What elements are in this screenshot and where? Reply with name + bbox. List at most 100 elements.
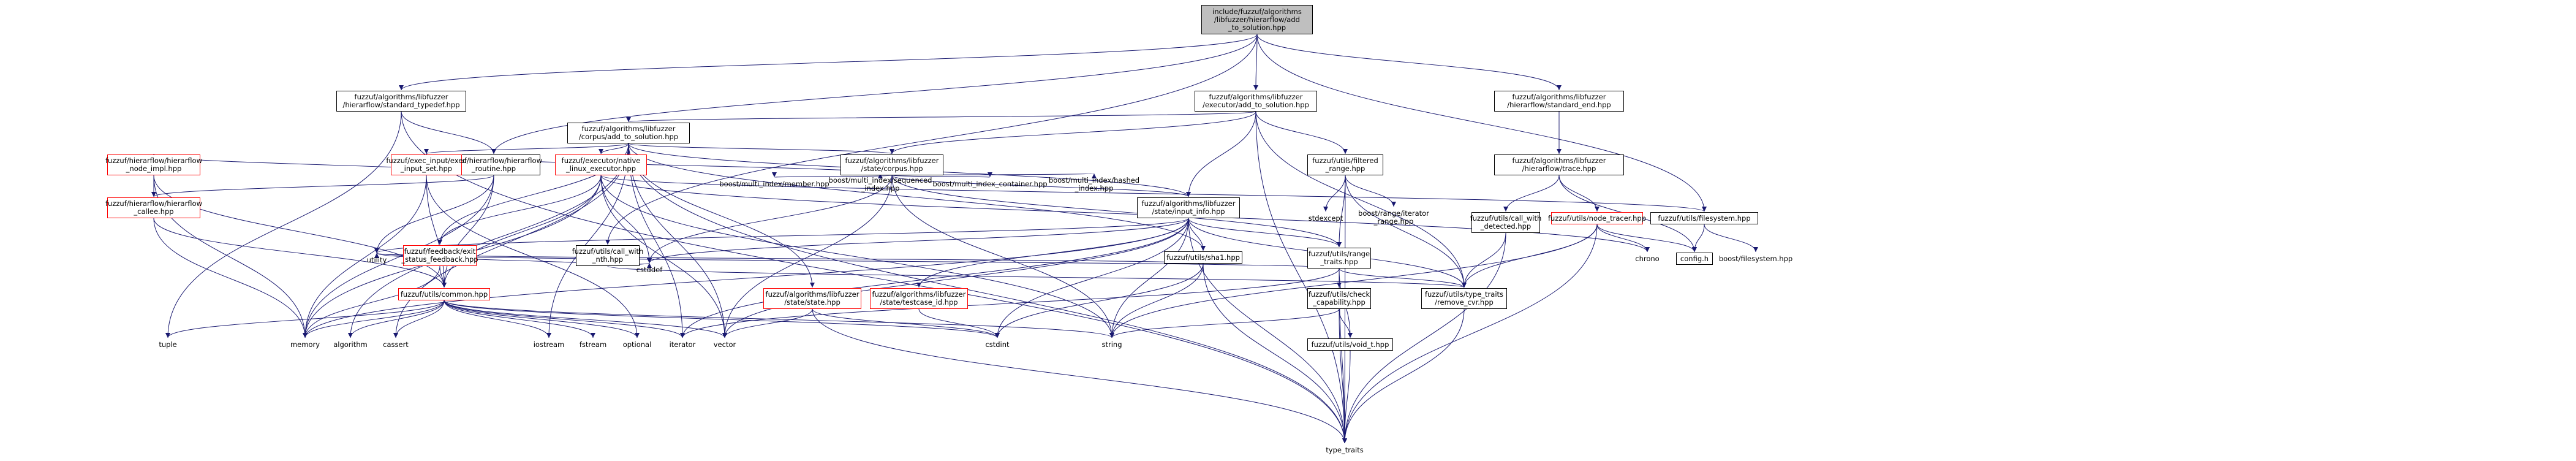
dependency-edge [153,175,447,288]
node-label-line: _index.hpp [1075,184,1114,192]
node-state-corpus[interactable]: fuzzuf/algorithms/libfuzzer/state/corpus… [840,154,943,175]
node-hierarflow-node-impl[interactable]: fuzzuf/hierarflow/hierarflow_node_impl.h… [105,154,202,175]
node-label-line: fuzzuf/algorithms/libfuzzer [845,156,939,165]
node-chrono: chrono [1632,253,1663,265]
dependency-edge [153,218,308,338]
dependency-edge [1345,175,1467,288]
dependency-edge [444,300,640,338]
node-label-line: fuzzuf/exec_input/exec [386,156,467,165]
node-label-line: include/fuzzuf/algorithms [1212,7,1302,16]
node-native-linux-executor[interactable]: fuzzuf/executor/native_linux_executor.hp… [555,154,647,175]
dependency-edge [1596,224,1650,253]
node-type-traits: type_traits [1323,444,1366,456]
dependency-edge [1596,224,1697,253]
dependency-edge [444,300,595,338]
dependency-edge [1342,308,1465,444]
node-utils-node-tracer[interactable]: fuzzuf/utils/node_tracer.hpp [1548,212,1646,224]
node-exit-status-feedback[interactable]: fuzzuf/feedback/exit_status_feedback.hpp [401,245,478,266]
dependency-edge [599,143,629,154]
node-executor-add-to-solution[interactable]: fuzzuf/algorithms/libfuzzer/executor/add… [1195,91,1317,112]
node-hierarflow-trace[interactable]: fuzzuf/algorithms/libfuzzer/hierarflow/t… [1494,154,1624,175]
node-hierarflow-callee[interactable]: fuzzuf/hierarflow/hierarflow_callee.hpp [105,197,202,218]
node-label-line: fuzzuf/utils/call_with [1470,214,1542,223]
dependency-edge [401,111,1347,444]
node-boost-filesystem: boost/filesystem.hpp [1719,253,1792,265]
node-label-line: fstream [579,340,607,349]
node-label-line: /hierarflow/trace.hpp [1522,164,1596,173]
node-utility: utility [361,254,392,266]
node-standard-end[interactable]: fuzzuf/algorithms/libfuzzer/hierarflow/s… [1494,91,1624,112]
dependency-edge [1255,111,1347,444]
node-utils-range-traits[interactable]: fuzzuf/utils/range_traits.hpp [1307,248,1371,269]
node-label-line: cassert [383,340,409,349]
node-label-line: algorithm [333,340,368,349]
dependency-edge [1342,232,1506,444]
dependency-edge [1188,218,1342,248]
node-label-line: _routine.hpp [471,164,516,173]
node-label-line: cstdint [985,340,1010,349]
node-label-line: boost/filesystem.hpp [1718,254,1793,263]
node-utils-filesystem[interactable]: fuzzuf/utils/filesystem.hpp [1650,212,1758,224]
node-label-line: fuzzuf/hierarflow/hierarflow [105,199,202,208]
dependency-edge [1342,224,1598,444]
node-label-line: fuzzuf/utils/sha1.hpp [1166,253,1240,262]
dependency-edge [1323,175,1346,212]
dependency-edge [607,265,1467,288]
node-label-line: fuzzuf/executor/native [561,156,641,165]
dependency-edge [1255,111,1348,154]
dependency-edge [600,175,1707,212]
dependency-edge [812,308,1000,338]
node-call-with-nth[interactable]: fuzzuf/utils/call_with_nth.hpp [572,245,643,266]
node-label-line: string [1101,340,1122,349]
node-label-line: _nth.hpp [592,255,624,264]
node-corpus-add-to-solution[interactable]: fuzzuf/algorithms/libfuzzer/corpus/add_t… [567,123,690,143]
node-standard-typedef[interactable]: fuzzuf/algorithms/libfuzzer/hierarflow/s… [336,91,466,112]
dependency-edge [374,175,494,254]
node-utils-void-t[interactable]: fuzzuf/utils/void_t.hpp [1307,338,1393,351]
dependency-edge [444,300,1114,338]
dependency-edge [1462,224,1598,288]
node-label-line: iostream [533,340,565,349]
node-hierarflow-routine[interactable]: fuzzuf/hierarflow/hierarflow_routine.hpp [445,154,542,175]
node-state-testcase-id[interactable]: fuzzuf/algorithms/libfuzzer/state/testca… [870,288,968,309]
node-check-capability[interactable]: fuzzuf/utils/check_capability.hpp [1307,288,1371,309]
dependency-edge [1186,111,1256,197]
node-filtered-range[interactable]: fuzzuf/utils/filtered_range.hpp [1307,154,1383,175]
dependency-edge [1109,224,1598,338]
dependency-edge [1256,34,1707,212]
node-label-line: boost/multi_index/member.hpp [719,179,829,188]
dependency-edge [546,143,629,338]
node-call-with-detected[interactable]: fuzzuf/utils/call_with_detected.hpp [1470,212,1542,233]
node-iterator: iterator [664,338,701,351]
node-state-state[interactable]: fuzzuf/algorithms/libfuzzer/state/state.… [763,288,861,309]
dependency-edge [1203,263,1347,444]
node-boost-sequenced-index: boost/multi_index/sequenced_index.hpp [829,174,932,195]
dependency-edge [303,175,494,338]
dependency-edge [722,308,813,338]
node-state-input-info[interactable]: fuzzuf/algorithms/libfuzzer/state/input_… [1137,197,1240,218]
dependency-edge [437,175,602,245]
node-string: string [1097,338,1127,351]
node-utils-common[interactable]: fuzzuf/utils/common.hpp [398,288,490,300]
node-label-line: fuzzuf/utils/void_t.hpp [1311,340,1389,349]
node-label-line: _linux_executor.hpp [565,164,636,173]
node-config-h[interactable]: config.h [1676,253,1713,265]
dependency-edge [600,175,1114,338]
dependency-edge [348,143,629,338]
dependency-edge [1188,218,1206,251]
node-cstdint: cstdint [980,338,1014,351]
node-utils-sha1[interactable]: fuzzuf/utils/sha1.hpp [1164,251,1242,264]
dependency-edge [890,111,1256,154]
dependency-edge [647,175,893,264]
node-label-line: fuzzuf/algorithms/libfuzzer [1209,93,1303,101]
dependency-edge [995,218,1189,338]
dependency-edge [918,308,1000,338]
node-exec-input-set[interactable]: fuzzuf/exec_input/exec_input_set.hpp [386,154,467,175]
dependency-edge [1503,175,1560,212]
dependency-edge [628,143,1206,251]
node-boost-multi-index-container: boost/multi_index_container.hpp [932,178,1047,190]
node-type-traits-remove-cvr[interactable]: fuzzuf/utils/type_traits/remove_cvr.hpp [1421,288,1507,309]
node-label-line: fuzzuf/hierarflow/hierarflow [105,156,202,165]
node-label-line: _node_impl.hpp [126,164,182,173]
